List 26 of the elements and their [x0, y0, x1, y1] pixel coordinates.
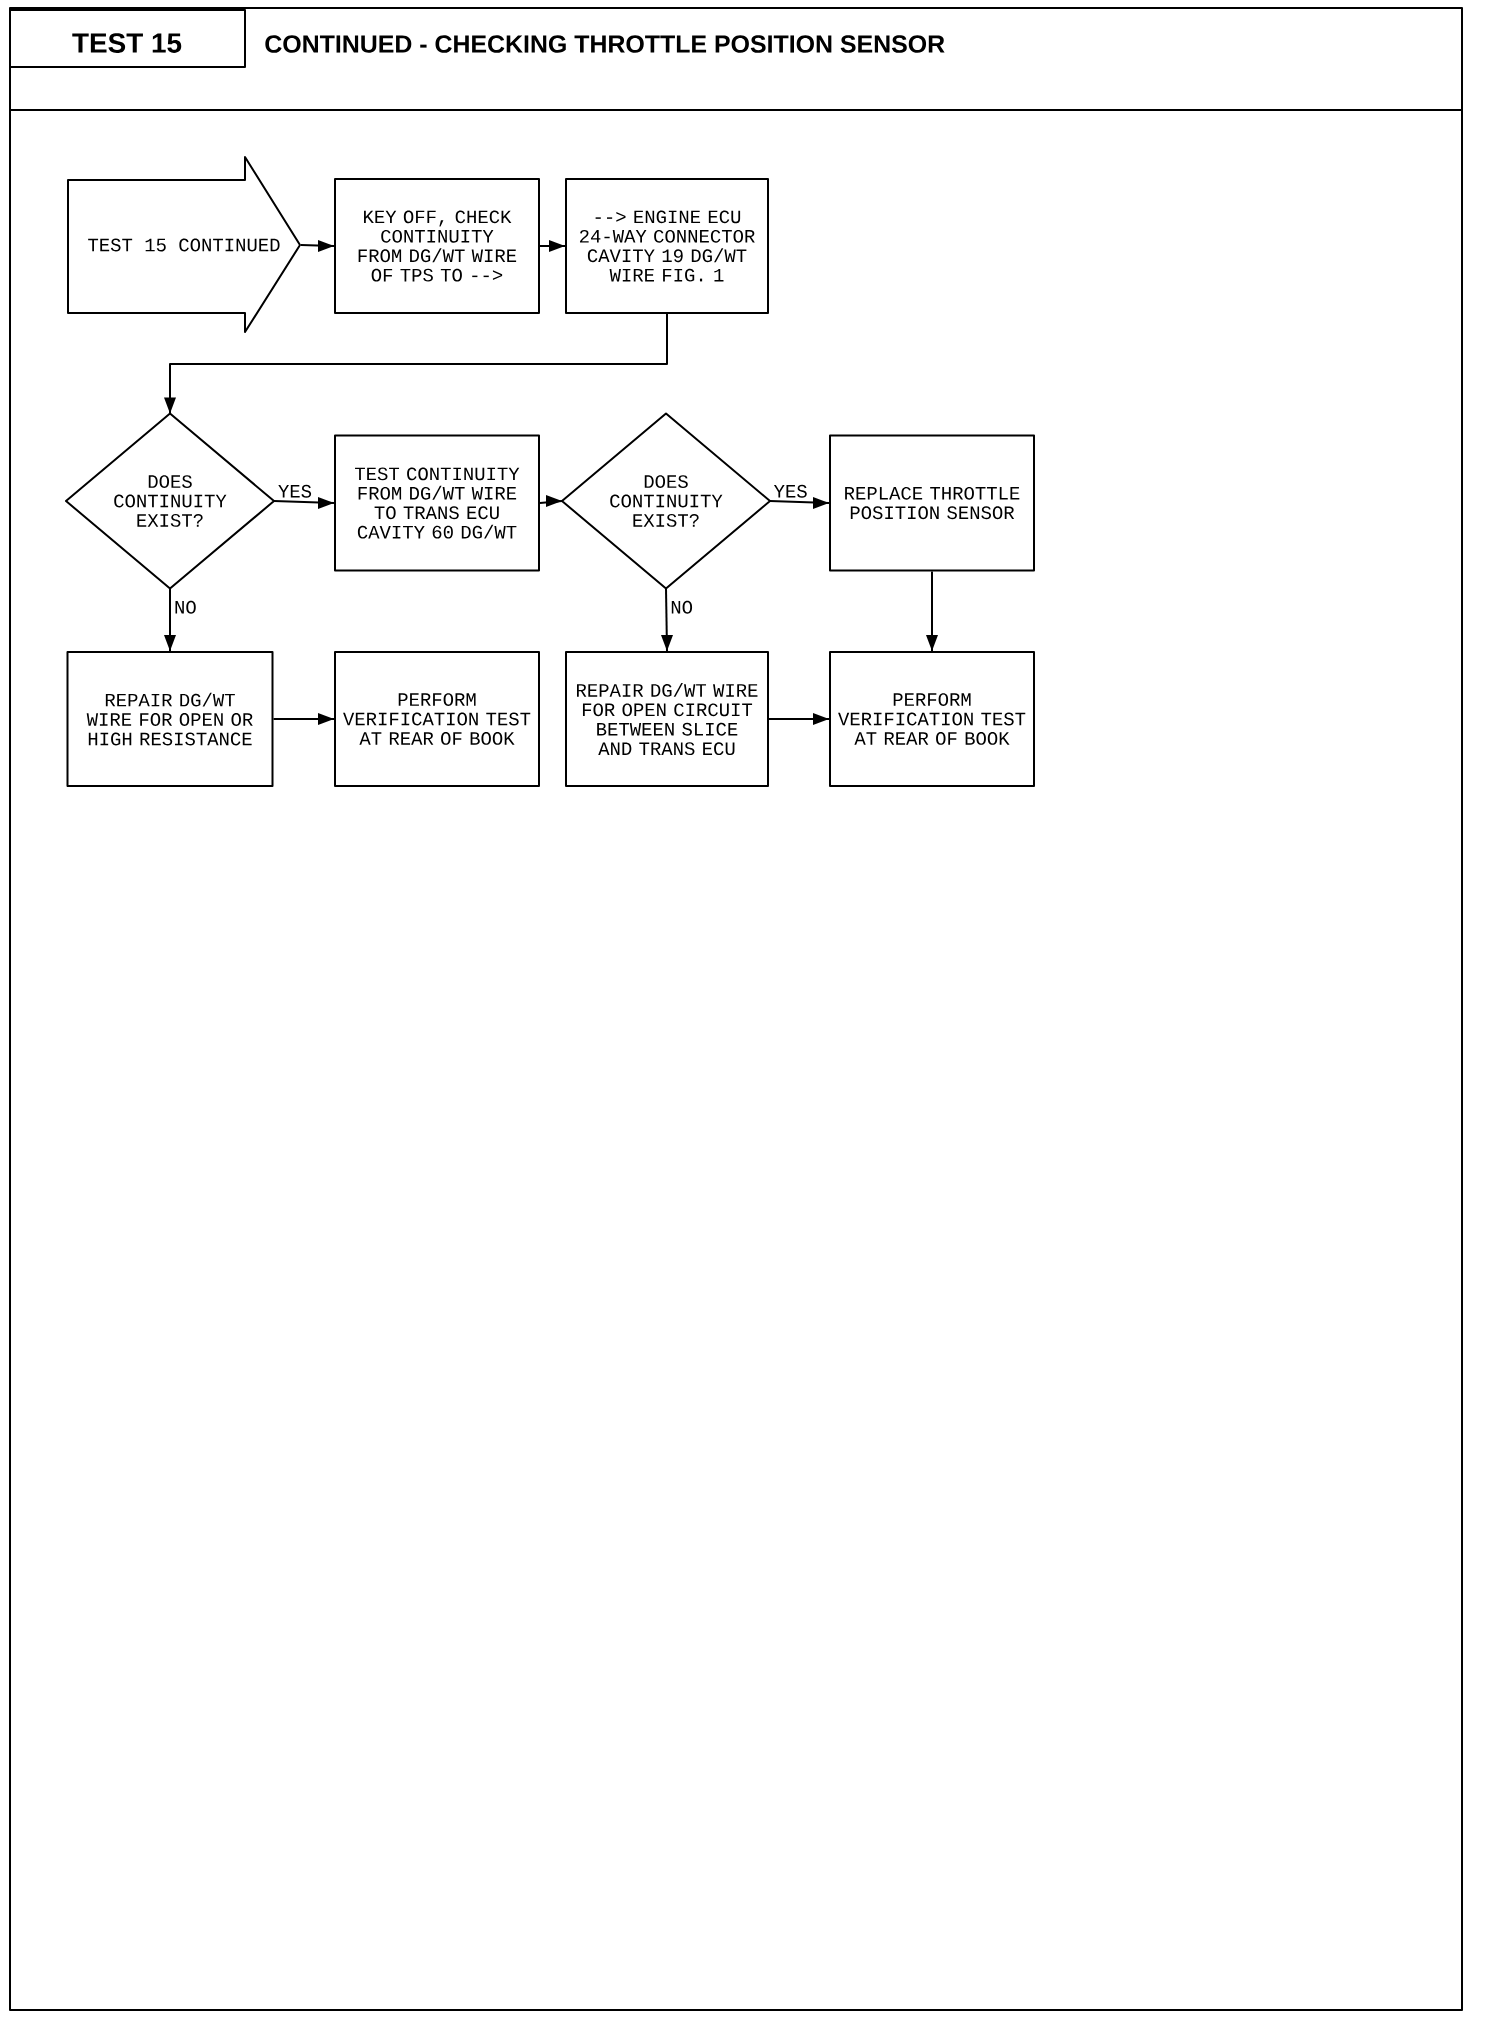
arrow	[300, 240, 335, 252]
process-box: REPAIR DG/WT WIRE FOR OPEN CIRCUIT BETWEEN SLICE AND TRANS ECU	[565, 651, 769, 787]
arrow	[272, 713, 335, 725]
edge-label: NO	[671, 600, 693, 614]
arrow	[273, 497, 335, 509]
arrow	[926, 570, 938, 652]
arrow	[661, 587, 673, 652]
edge-label: NO	[175, 600, 196, 614]
edge-label: YES	[278, 484, 312, 498]
process-box: KEY OFF, CHECK CONTINUITY FROM DG/WT WIRE OF TPS TO -->	[334, 178, 540, 314]
title: CONTINUED - CHECKING THROTTLE POSITION SENSOR	[265, 35, 945, 53]
arrow	[539, 495, 563, 507]
process-box: --> ENGINE ECU 24-WAY CONNECTOR CAVITY 19 DG/WT WIRE FIG. 1	[565, 178, 769, 314]
test-number-box: TEST 15	[9, 9, 246, 68]
process-box: REPAIR DG/WT WIRE FOR OPEN OR HIGH RESISTANCE	[66, 651, 274, 787]
process-box: PERFORM VERIFICATION TEST AT REAR OF BOOK	[829, 651, 1035, 787]
arrow	[164, 313, 668, 415]
arrow	[539, 240, 566, 252]
arrow	[164, 587, 176, 652]
process-box: PERFORM VERIFICATION TEST AT REAR OF BOOK	[334, 651, 540, 787]
process-box: TEST CONTINUITY FROM DG/WT WIRE TO TRANS ECU CAVITY 60 DG/WT	[334, 434, 540, 572]
start-terminal: TEST 15 CONTINUED	[67, 156, 301, 333]
edge-label: YES	[773, 484, 807, 498]
process-box: REPLACE THROTTLE POSITION SENSOR	[829, 434, 1035, 572]
arrow	[769, 497, 830, 509]
arrow	[768, 713, 830, 725]
